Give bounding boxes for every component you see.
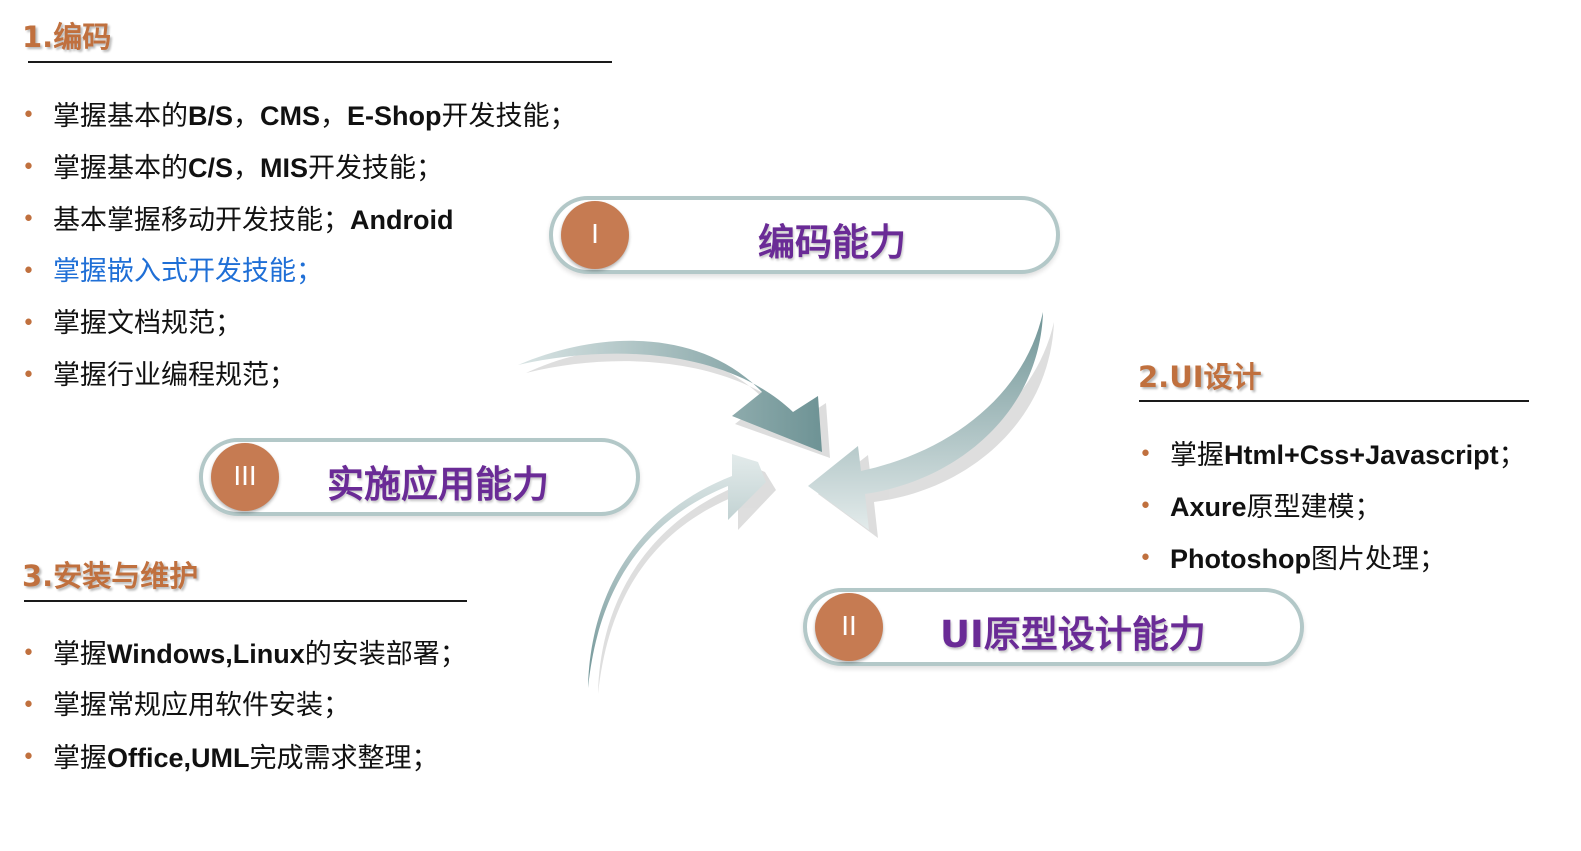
item-text: 的安装部署； xyxy=(304,639,467,670)
item-text: 掌握嵌入式开发技能； xyxy=(53,256,323,287)
capability-pill-coding: I 编码能力 xyxy=(549,196,1060,274)
item-term: Photoshop xyxy=(1170,544,1311,574)
section-title-coding: 1.编码 xyxy=(22,20,112,54)
item-term: CMS xyxy=(260,101,321,131)
numeral-circle-coding: I xyxy=(561,201,629,269)
item-text: 掌握行业编程规范； xyxy=(53,360,296,391)
item-term: Html+Css+Javascript xyxy=(1224,440,1499,470)
item-text: 开发技能； xyxy=(441,101,577,132)
capability-label-coding: 编码能力 xyxy=(758,221,906,264)
capability-pill-ui: II UI原型设计能力 xyxy=(803,588,1304,666)
section-rule-coding xyxy=(28,61,612,63)
bullet-icon: • xyxy=(1139,442,1152,467)
capability-pill-impl: III 实施应用能力 xyxy=(199,438,640,516)
bullet-icon: • xyxy=(1139,494,1152,519)
item-text: 掌握文档规范； xyxy=(53,308,242,339)
arrow-bottom-left xyxy=(588,454,766,688)
item-text: 开发技能； xyxy=(308,153,444,184)
list-item: • 掌握Office,UML完成需求整理； xyxy=(22,732,467,784)
bullet-icon: • xyxy=(22,259,35,284)
item-text: 掌握 xyxy=(1170,440,1224,471)
list-item: •掌握基本的B/S，CMS，E-Shop开发技能； xyxy=(22,90,577,142)
bullet-icon: • xyxy=(1139,546,1152,571)
bullet-icon: • xyxy=(22,103,35,128)
bullet-icon: • xyxy=(22,641,35,666)
list-item: • Photoshop图片处理； xyxy=(1139,533,1526,585)
item-text: ， xyxy=(233,153,261,184)
item-term: Android xyxy=(350,205,454,235)
item-text: ， xyxy=(320,101,348,132)
item-text: 掌握常规应用软件安装； xyxy=(53,690,350,721)
item-text: 掌握 xyxy=(53,743,107,774)
list-item: • 掌握Windows,Linux的安装部署； xyxy=(22,628,467,680)
section-title-install: 3.安装与维护 xyxy=(22,559,199,593)
section-rule-ui xyxy=(1139,400,1529,402)
ui-skill-list: • 掌握Html+Css+Javascript； • Axure原型建模； • Photo… xyxy=(1139,429,1526,585)
item-term: Axure xyxy=(1170,492,1247,522)
list-item: • 掌握Html+Css+Javascript； xyxy=(1139,429,1526,481)
item-text: 基本掌握移动开发技能； xyxy=(53,205,350,236)
capability-label-ui: UI原型设计能力 xyxy=(940,613,1206,656)
arrow-top-left xyxy=(518,340,822,452)
item-text: ； xyxy=(1498,440,1526,471)
section-title-ui: 2.UI设计 xyxy=(1138,360,1262,394)
list-item: • 掌握行业编程规范； xyxy=(22,350,577,402)
arrow-top-right xyxy=(808,312,1043,530)
item-text: ， xyxy=(233,101,261,132)
capability-label-impl: 实施应用能力 xyxy=(327,463,549,506)
bullet-icon: • xyxy=(22,745,35,770)
item-term: MIS xyxy=(260,153,309,183)
item-term: Office,UML xyxy=(107,743,250,773)
item-text: 图片处理； xyxy=(1310,544,1446,575)
item-text: 掌握基本的 xyxy=(53,153,188,184)
bullet-icon: • xyxy=(22,363,35,388)
list-item: • 掌握文档规范； xyxy=(22,298,577,350)
item-text: 原型建模； xyxy=(1246,492,1382,523)
list-item: • 掌握嵌入式开发技能； xyxy=(22,246,577,298)
coding-skill-list: •掌握基本的B/S，CMS，E-Shop开发技能；•掌握基本的C/S，MIS开发… xyxy=(22,90,577,402)
item-term: B/S xyxy=(188,101,234,131)
bullet-icon: • xyxy=(22,207,35,232)
item-term: C/S xyxy=(188,153,234,183)
list-item: • 基本掌握移动开发技能；Android xyxy=(22,194,577,246)
list-item: • Axure原型建模； xyxy=(1139,481,1526,533)
bullet-icon: • xyxy=(22,693,35,718)
numeral-circle-impl: III xyxy=(211,443,279,511)
list-item: • 掌握常规应用软件安装； xyxy=(22,680,467,732)
item-text: 完成需求整理； xyxy=(249,743,439,774)
numeral-circle-ui: II xyxy=(815,593,883,661)
list-item: • 掌握基本的C/S，MIS开发技能； xyxy=(22,142,577,194)
bullet-icon: • xyxy=(22,155,35,180)
item-term: E-Shop xyxy=(347,101,442,131)
item-term: Windows,Linux xyxy=(107,639,305,669)
section-rule-install xyxy=(24,600,467,602)
item-text: 掌握 xyxy=(53,639,107,670)
item-text: 掌握基本的 xyxy=(53,101,188,132)
install-skill-list: •掌握Windows,Linux的安装部署；•掌握常规应用软件安装；•掌握Off… xyxy=(22,628,467,784)
bullet-icon: • xyxy=(22,311,35,336)
